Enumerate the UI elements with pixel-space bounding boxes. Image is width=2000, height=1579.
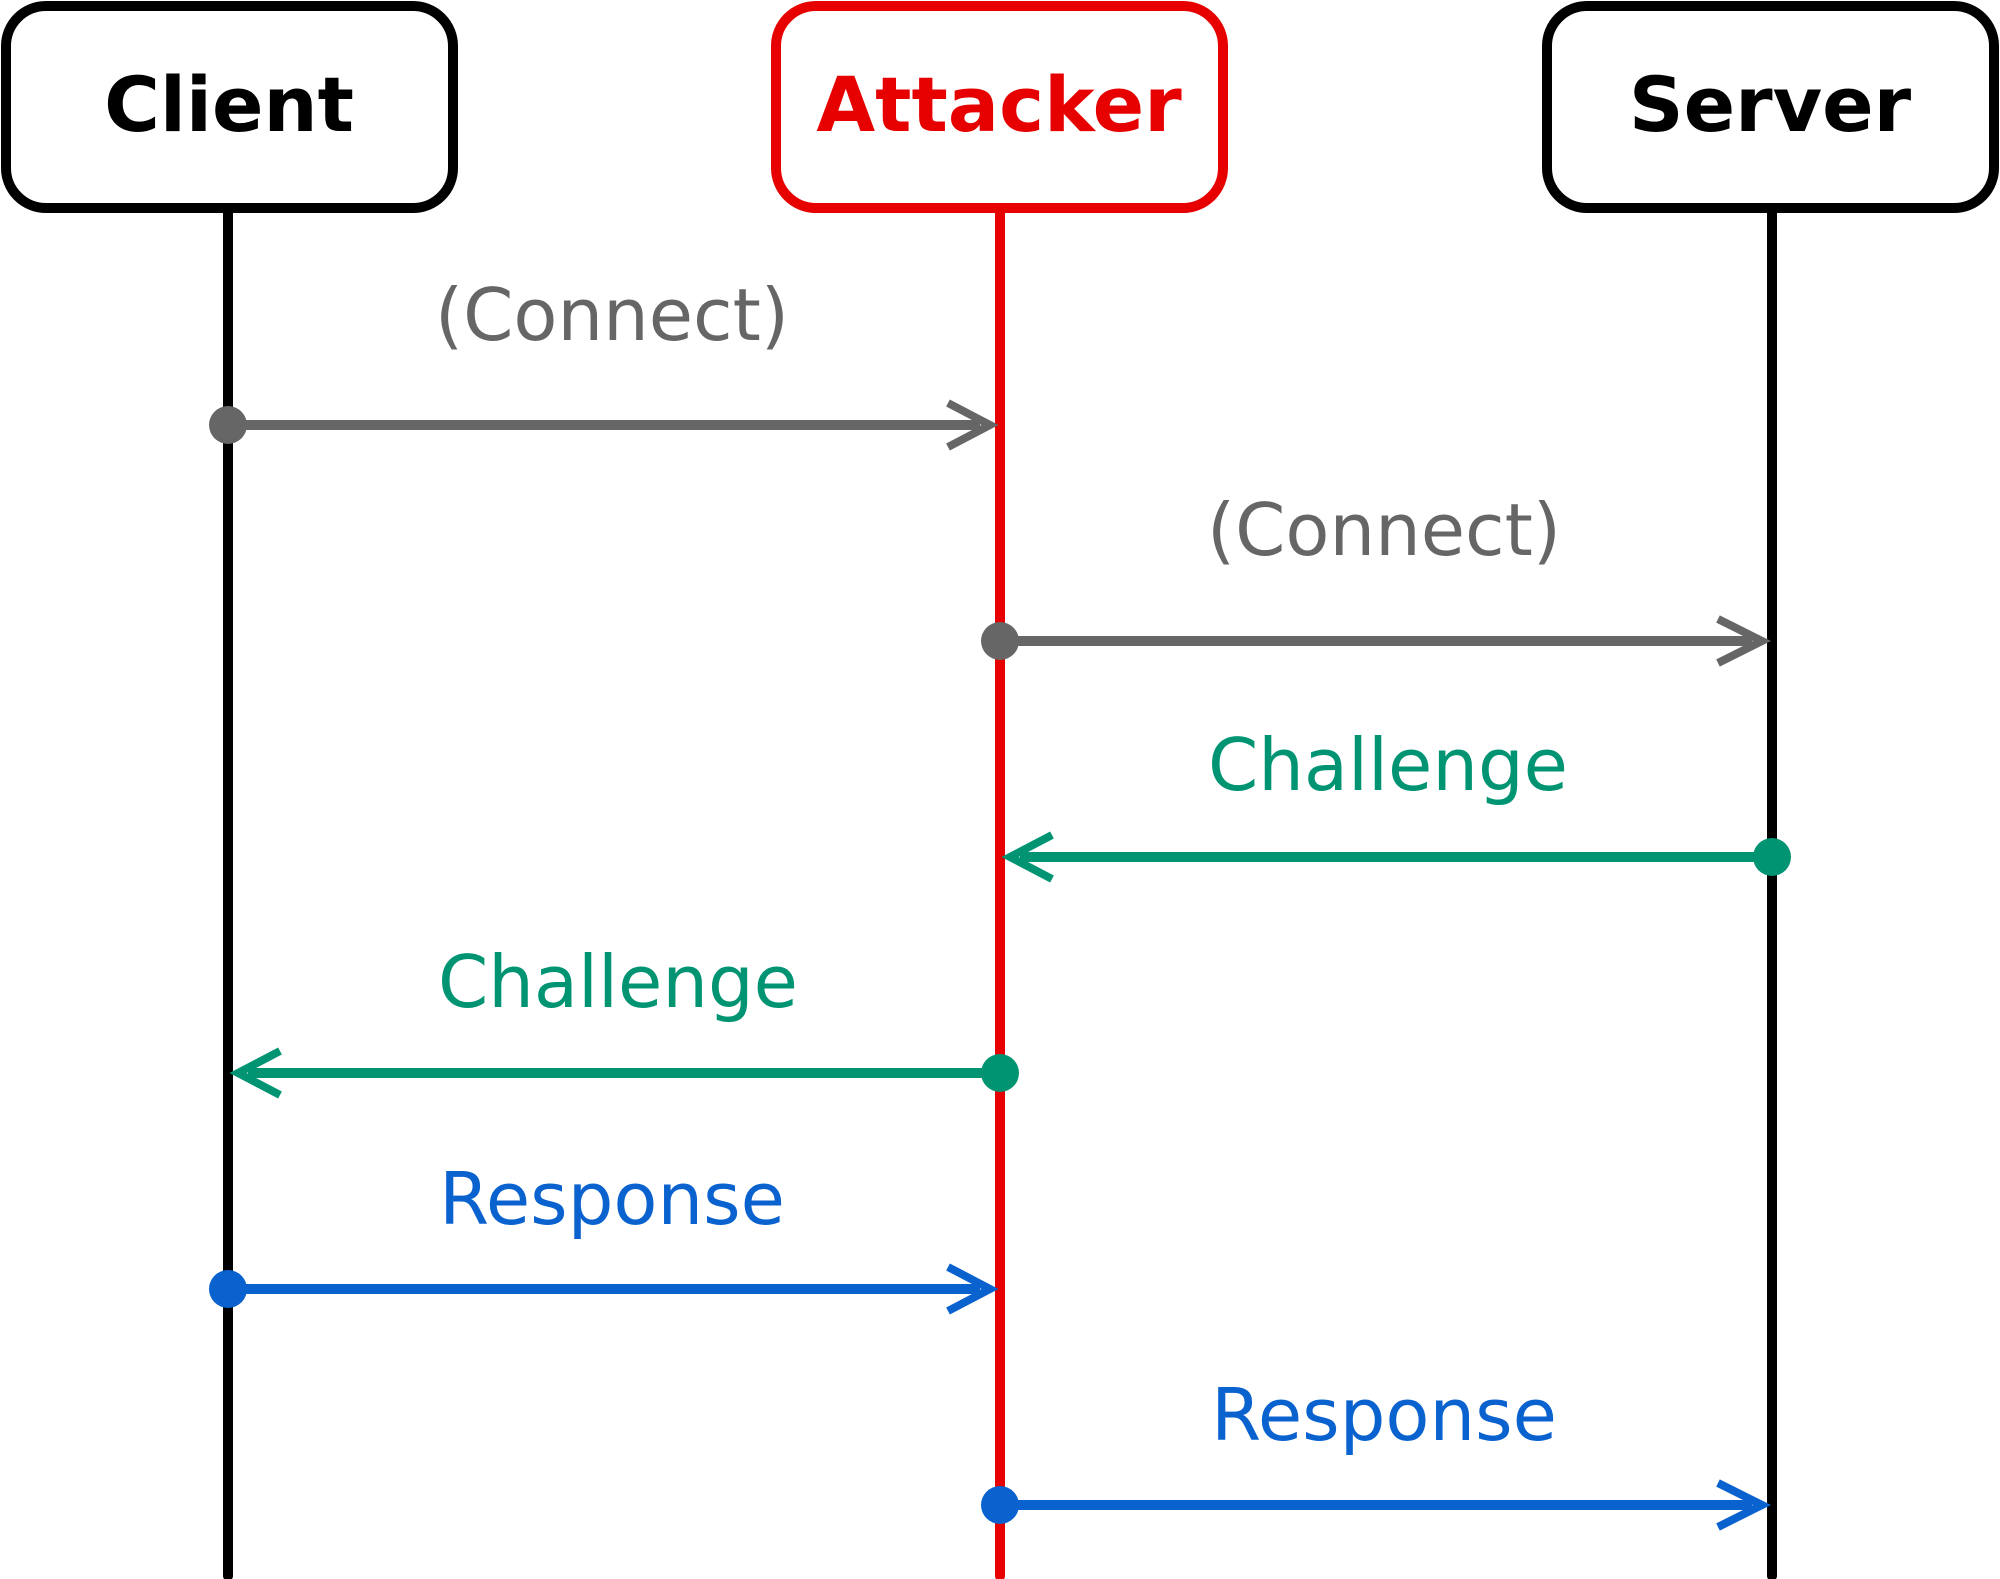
message-origin-dot (1753, 838, 1791, 876)
message-connect-attacker-to-server: (Connect) (981, 488, 1771, 667)
arrowhead-icon (946, 399, 999, 451)
arrowhead-icon (946, 1263, 999, 1315)
participant-client: Client (1, 1, 458, 1579)
message-origin-dot (981, 1486, 1019, 1524)
message-label: Challenge (438, 940, 798, 1024)
message-response-attacker-to-server: Response (981, 1373, 1771, 1531)
arrowhead-icon (1716, 1479, 1771, 1531)
message-label: (Connect) (1207, 488, 1561, 572)
message-label: Challenge (1208, 723, 1568, 807)
participant-label-client: Client (104, 60, 354, 149)
arrowhead-icon (1001, 831, 1054, 883)
arrowhead-icon (1716, 615, 1771, 667)
participant-box-attacker (771, 1, 1228, 213)
arrowhead-icon (229, 1047, 282, 1099)
participant-server: Server (1542, 1, 1999, 1579)
message-response-client-to-attacker: Response (209, 1157, 999, 1315)
message-challenge-attacker-to-client: Challenge (229, 940, 1019, 1099)
message-label: (Connect) (435, 273, 789, 357)
message-origin-dot (981, 622, 1019, 660)
participant-label-attacker: Attacker (816, 60, 1182, 149)
message-challenge-server-to-attacker: Challenge (1001, 723, 1791, 883)
message-connect-client-to-attacker: (Connect) (209, 273, 999, 451)
message-label: Response (1211, 1373, 1557, 1457)
message-origin-dot (981, 1054, 1019, 1092)
message-origin-dot (209, 406, 247, 444)
participant-box-client (1, 1, 458, 213)
participant-attacker: Attacker (771, 1, 1228, 1579)
message-label: Response (439, 1157, 785, 1241)
message-origin-dot (209, 1270, 247, 1308)
participant-box-server (1542, 1, 1999, 213)
participant-label-server: Server (1629, 60, 1912, 149)
